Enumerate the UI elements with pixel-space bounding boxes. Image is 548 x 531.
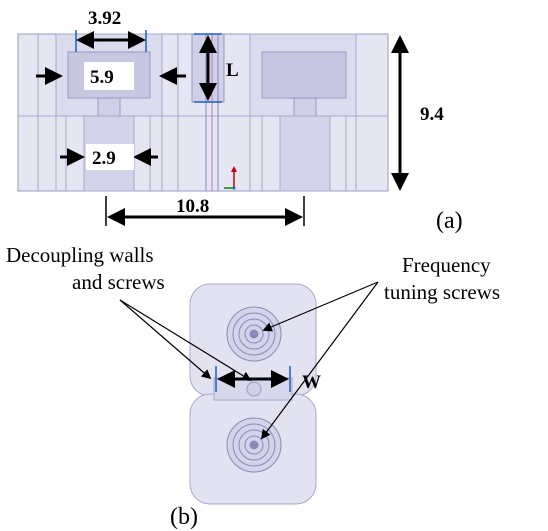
tuning-label-line1: Frequency: [402, 253, 491, 277]
dim-2.9-label: 2.9: [92, 148, 116, 169]
dim-L-marker: [194, 33, 222, 103]
left-screw-shank: [97, 97, 121, 117]
right-screw-head: [261, 51, 347, 99]
right-resonator: [249, 33, 357, 192]
side-view: 3.92 5.9 2.9 L 9.4: [17, 8, 444, 226]
upper-tuning-screw: [226, 306, 282, 362]
top-view: W: [189, 283, 321, 505]
lower-tuning-screw: [226, 417, 282, 473]
right-screw-shank: [293, 97, 317, 117]
dim-L-label: L: [226, 60, 239, 81]
caption-a: (a): [436, 208, 463, 234]
axis-triad: [224, 166, 237, 190]
caption-b: (b): [170, 504, 198, 530]
dim-W-label: W: [302, 372, 321, 393]
right-post: [279, 115, 331, 192]
dim-5.9-label: 5.9: [90, 67, 114, 88]
tuning-label-line2: tuning screws: [384, 280, 500, 304]
dim-W-marker: [215, 366, 291, 392]
decoupling-screw: [246, 381, 262, 397]
dim-9.4-label: 9.4: [420, 104, 444, 125]
dim-10.8-label: 10.8: [176, 196, 209, 217]
dim-5.9-marker: [36, 62, 186, 90]
dim-3.92-marker: [75, 30, 147, 52]
dim-2.9-marker: [60, 144, 158, 170]
walls-label-line1: Decoupling walls: [6, 243, 154, 267]
dim-3.92-label: 3.92: [88, 8, 121, 29]
walls-label-line2: and screws: [72, 270, 165, 294]
tuning-pointer-arrows: [260, 281, 379, 440]
walls-pointer-arrows: [119, 299, 252, 381]
dim-10.8-marker: [105, 196, 305, 226]
